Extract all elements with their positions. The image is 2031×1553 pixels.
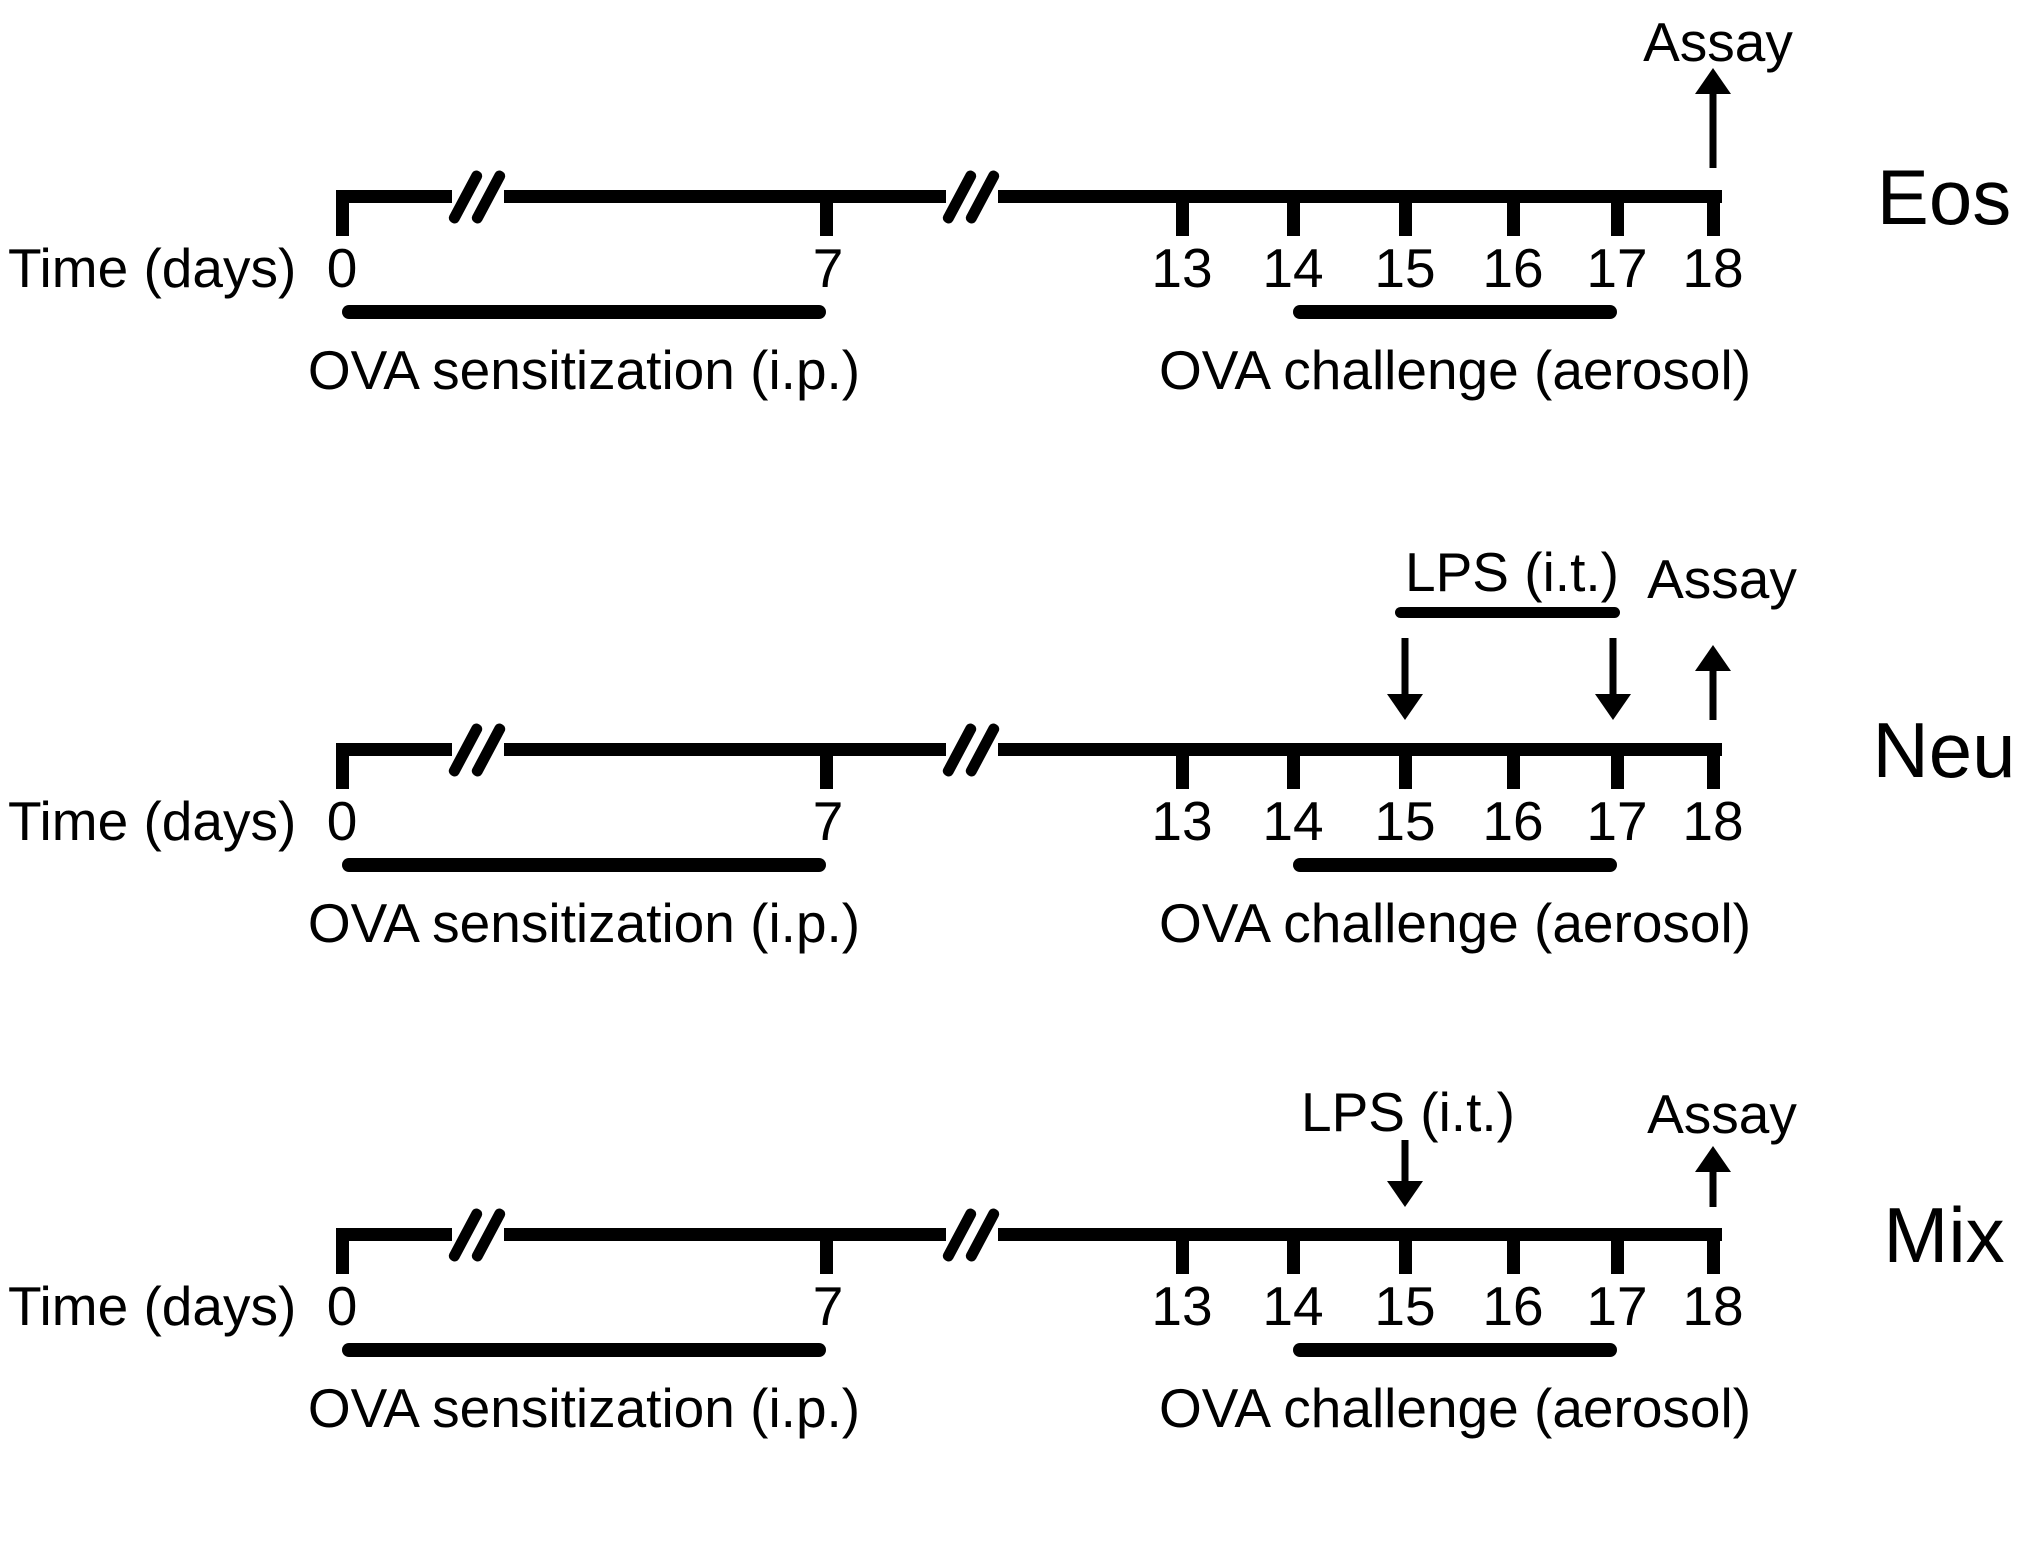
tick-label-13: 13: [1151, 1275, 1213, 1337]
assay-up-arrow-icon: [1695, 1146, 1731, 1207]
tick-label-15: 15: [1374, 237, 1436, 299]
tick-day-7: [820, 743, 833, 789]
sensitization-caption: OVA sensitization (i.p.): [307, 892, 861, 954]
tick-day-16: [1507, 743, 1520, 789]
sensitization-caption: OVA sensitization (i.p.): [307, 1377, 861, 1439]
tick-day-0: [336, 1228, 349, 1274]
lps-down-arrow-icon: [1387, 1140, 1423, 1207]
timeline-axis: [336, 190, 1722, 203]
arrow-shaft: [1709, 665, 1717, 720]
challenge-caption: OVA challenge (aerosol): [1158, 1377, 1752, 1439]
tick-label-0: 0: [326, 1275, 358, 1337]
timeline-axis: [336, 1228, 1722, 1241]
tick-day-14: [1287, 1228, 1300, 1274]
lps-label: LPS (i.t.): [1301, 1081, 1515, 1143]
arrow-shaft: [1401, 638, 1409, 700]
tick-label-17: 17: [1586, 237, 1648, 299]
timeline-axis: [336, 743, 1722, 756]
sensitization-caption: OVA sensitization (i.p.): [307, 339, 861, 401]
challenge-period-bar: [1293, 305, 1617, 319]
assay-up-arrow-icon: [1695, 68, 1731, 168]
assay-label: Assay: [1647, 1083, 1797, 1145]
tick-label-18: 18: [1682, 237, 1744, 299]
tick-label-0: 0: [326, 237, 358, 299]
tick-label-0: 0: [326, 790, 358, 852]
tick-label-17: 17: [1586, 790, 1648, 852]
tick-day-7: [820, 1228, 833, 1274]
challenge-caption: OVA challenge (aerosol): [1158, 892, 1752, 954]
sensitization-period-bar: [342, 1343, 826, 1357]
tick-day-7: [820, 190, 833, 236]
tick-day-15: [1399, 190, 1412, 236]
group-label-neu: Neu: [1872, 706, 2016, 794]
arrow-shaft: [1709, 1166, 1717, 1207]
arrowhead: [1387, 694, 1423, 720]
tick-label-16: 16: [1482, 1275, 1544, 1337]
axis-label: Time (days): [8, 790, 297, 852]
lps-down-arrow-icon: [1595, 638, 1631, 720]
arrow-shaft: [1709, 88, 1717, 168]
axis-break-icon: [447, 167, 507, 227]
axis-break-icon: [447, 1205, 507, 1265]
tick-day-18: [1707, 1228, 1720, 1274]
challenge-caption: OVA challenge (aerosol): [1158, 339, 1752, 401]
challenge-period-bar: [1293, 1343, 1617, 1357]
tick-day-15: [1399, 743, 1412, 789]
tick-label-14: 14: [1262, 1275, 1324, 1337]
tick-day-13: [1176, 1228, 1189, 1274]
tick-day-0: [336, 743, 349, 789]
lps-down-arrow-icon: [1387, 638, 1423, 720]
tick-label-18: 18: [1682, 790, 1744, 852]
arrow-shaft: [1401, 1140, 1409, 1187]
tick-label-7: 7: [812, 1275, 844, 1337]
group-label-mix: Mix: [1883, 1191, 2005, 1279]
tick-day-16: [1507, 190, 1520, 236]
tick-day-0: [336, 190, 349, 236]
tick-label-7: 7: [812, 790, 844, 852]
sensitization-period-bar: [342, 305, 826, 319]
axis-label: Time (days): [8, 1275, 297, 1337]
tick-label-14: 14: [1262, 790, 1324, 852]
tick-label-7: 7: [812, 237, 844, 299]
group-label-eos: Eos: [1876, 153, 2012, 241]
tick-day-17: [1611, 1228, 1624, 1274]
axis-break-icon: [941, 720, 1001, 780]
tick-label-16: 16: [1482, 790, 1544, 852]
arrowhead: [1595, 694, 1631, 720]
tick-label-13: 13: [1151, 790, 1213, 852]
lps-label: LPS (i.t.): [1405, 541, 1619, 603]
tick-day-18: [1707, 743, 1720, 789]
tick-day-15: [1399, 1228, 1412, 1274]
tick-label-16: 16: [1482, 237, 1544, 299]
tick-day-13: [1176, 743, 1189, 789]
tick-label-13: 13: [1151, 237, 1213, 299]
assay-up-arrow-icon: [1695, 645, 1731, 720]
assay-label: Assay: [1647, 548, 1797, 610]
tick-label-15: 15: [1374, 1275, 1436, 1337]
tick-label-14: 14: [1262, 237, 1324, 299]
challenge-period-bar: [1293, 858, 1617, 872]
tick-label-18: 18: [1682, 1275, 1744, 1337]
tick-label-17: 17: [1586, 1275, 1648, 1337]
tick-label-15: 15: [1374, 790, 1436, 852]
arrow-shaft: [1609, 638, 1617, 700]
axis-break-icon: [447, 720, 507, 780]
tick-day-16: [1507, 1228, 1520, 1274]
axis-label: Time (days): [8, 237, 297, 299]
arrowhead: [1387, 1181, 1423, 1207]
tick-day-14: [1287, 743, 1300, 789]
assay-label: Assay: [1643, 11, 1793, 73]
tick-day-17: [1611, 743, 1624, 789]
tick-day-18: [1707, 190, 1720, 236]
axis-break-icon: [941, 1205, 1001, 1265]
tick-day-14: [1287, 190, 1300, 236]
tick-day-13: [1176, 190, 1189, 236]
tick-day-17: [1611, 190, 1624, 236]
sensitization-period-bar: [342, 858, 826, 872]
axis-break-icon: [941, 167, 1001, 227]
lps-period-bar: [1395, 607, 1620, 618]
